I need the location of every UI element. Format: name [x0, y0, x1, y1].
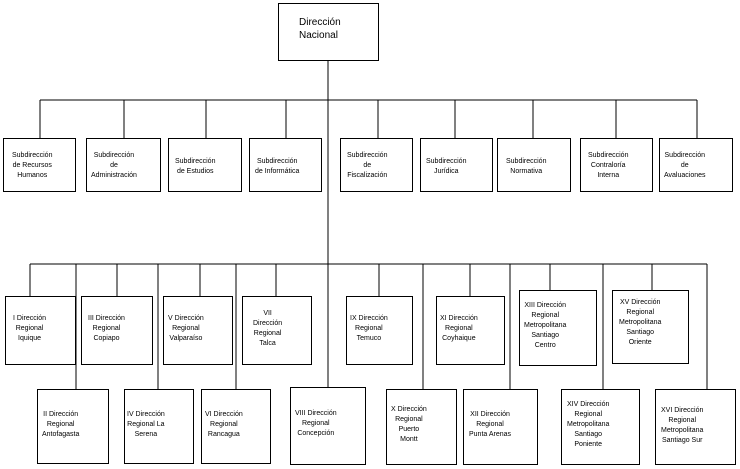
node-subdireccion-recursos-humanos: Subdirección de Recursos Humanos: [3, 138, 76, 192]
node-label: XI Dirección Regional Coyhaique: [440, 315, 478, 342]
node-regional-viii-concepcion: VIII Dirección Regional Concepción: [290, 387, 366, 465]
node-label: Subdirección Contraloría Interna: [588, 152, 629, 179]
node-regional-xv-santiago-oriente: XV Dirección Regional Metropolitana Sant…: [612, 290, 689, 364]
node-label: Subdirección de Fiscalización: [347, 152, 388, 179]
node-label: X Dirección Regional Puerto Montt: [391, 406, 427, 443]
node-label: XIII Dirección Regional Metropolitana Sa…: [524, 302, 567, 349]
node-regional-vii-talca: VII Dirección Regional Talca: [242, 296, 312, 365]
node-label: I Dirección Regional Iquique: [13, 315, 47, 342]
node-label: XIV Dirección Regional Metropolitana San…: [567, 401, 610, 448]
node-subdireccion-normativa: Subdirección Normativa: [497, 138, 571, 192]
node-regional-iv-la-serena: IV Dirección Regional La Serena: [124, 389, 194, 464]
node-subdireccion-contraloria-interna: Subdirección Contraloría Interna: [580, 138, 653, 192]
node-subdireccion-administracion: Subdirección de Administración: [86, 138, 161, 192]
node-regional-xi-coyhaique: XI Dirección Regional Coyhaique: [436, 296, 505, 365]
node-label: Subdirección de Informática: [255, 158, 300, 175]
node-regional-xii-punta-arenas: XII Dirección Regional Punta Arenas: [463, 389, 538, 465]
node-regional-xiv-santiago-poniente: XIV Dirección Regional Metropolitana San…: [561, 389, 640, 465]
node-label: Subdirección de Recursos Humanos: [12, 152, 53, 179]
node-label: XII Dirección Regional Punta Arenas: [469, 411, 512, 438]
node-regional-ix-temuco: IX Dirección Regional Temuco: [346, 296, 413, 365]
node-label: II Dirección Regional Antofagasta: [42, 411, 80, 438]
node-regional-x-puerto-montt: X Dirección Regional Puerto Montt: [386, 389, 457, 465]
node-regional-xiii-santiago-centro: XIII Dirección Regional Metropolitana Sa…: [519, 290, 597, 366]
node-label: Subdirección de Administración: [91, 152, 137, 179]
node-label: XV Dirección Regional Metropolitana Sant…: [619, 299, 662, 346]
node-label: IV Dirección Regional La Serena: [127, 411, 165, 438]
node-subdireccion-juridica: Subdirección Jurídica: [420, 138, 493, 192]
node-regional-xvi-santiago-sur: XVI Dirección Regional Metropolitana San…: [655, 389, 736, 465]
node-label: VI Dirección Regional Rancagua: [205, 411, 243, 438]
node-regional-ii-antofagasta: II Dirección Regional Antofagasta: [37, 389, 109, 464]
node-label: XVI Dirección Regional Metropolitana San…: [661, 407, 704, 444]
node-subdireccion-informatica: Subdirección de Informática: [249, 138, 322, 192]
node-subdireccion-estudios: Subdirección de Estudios: [168, 138, 242, 192]
node-direccion-nacional: Dirección Nacional: [278, 3, 379, 61]
node-subdireccion-avaluaciones: Subdirección de Avaluaciones: [659, 138, 733, 192]
node-label: III Dirección Regional Copiapo: [88, 315, 125, 342]
node-regional-iii-copiapo: III Dirección Regional Copiapo: [81, 296, 153, 365]
node-label: Subdirección de Avaluaciones: [664, 152, 706, 179]
node-label: V Dirección Regional Valparaíso: [168, 315, 204, 342]
node-label: Subdirección Jurídica: [426, 158, 467, 175]
node-regional-v-valparaiso: V Dirección Regional Valparaíso: [163, 296, 233, 365]
node-label: Subdirección Normativa: [506, 158, 547, 175]
node-label: VIII Dirección Regional Concepción: [295, 410, 337, 437]
node-regional-i-iquique: I Dirección Regional Iquique: [5, 296, 76, 365]
node-label: Dirección Nacional: [299, 17, 341, 41]
node-subdireccion-fiscalizacion: Subdirección de Fiscalización: [340, 138, 413, 192]
node-label: Subdirección de Estudios: [175, 158, 216, 175]
node-regional-vi-rancagua: VI Dirección Regional Rancagua: [201, 389, 271, 464]
node-label: VII Dirección Regional Talca: [253, 310, 283, 347]
node-label: IX Dirección Regional Temuco: [350, 315, 388, 342]
